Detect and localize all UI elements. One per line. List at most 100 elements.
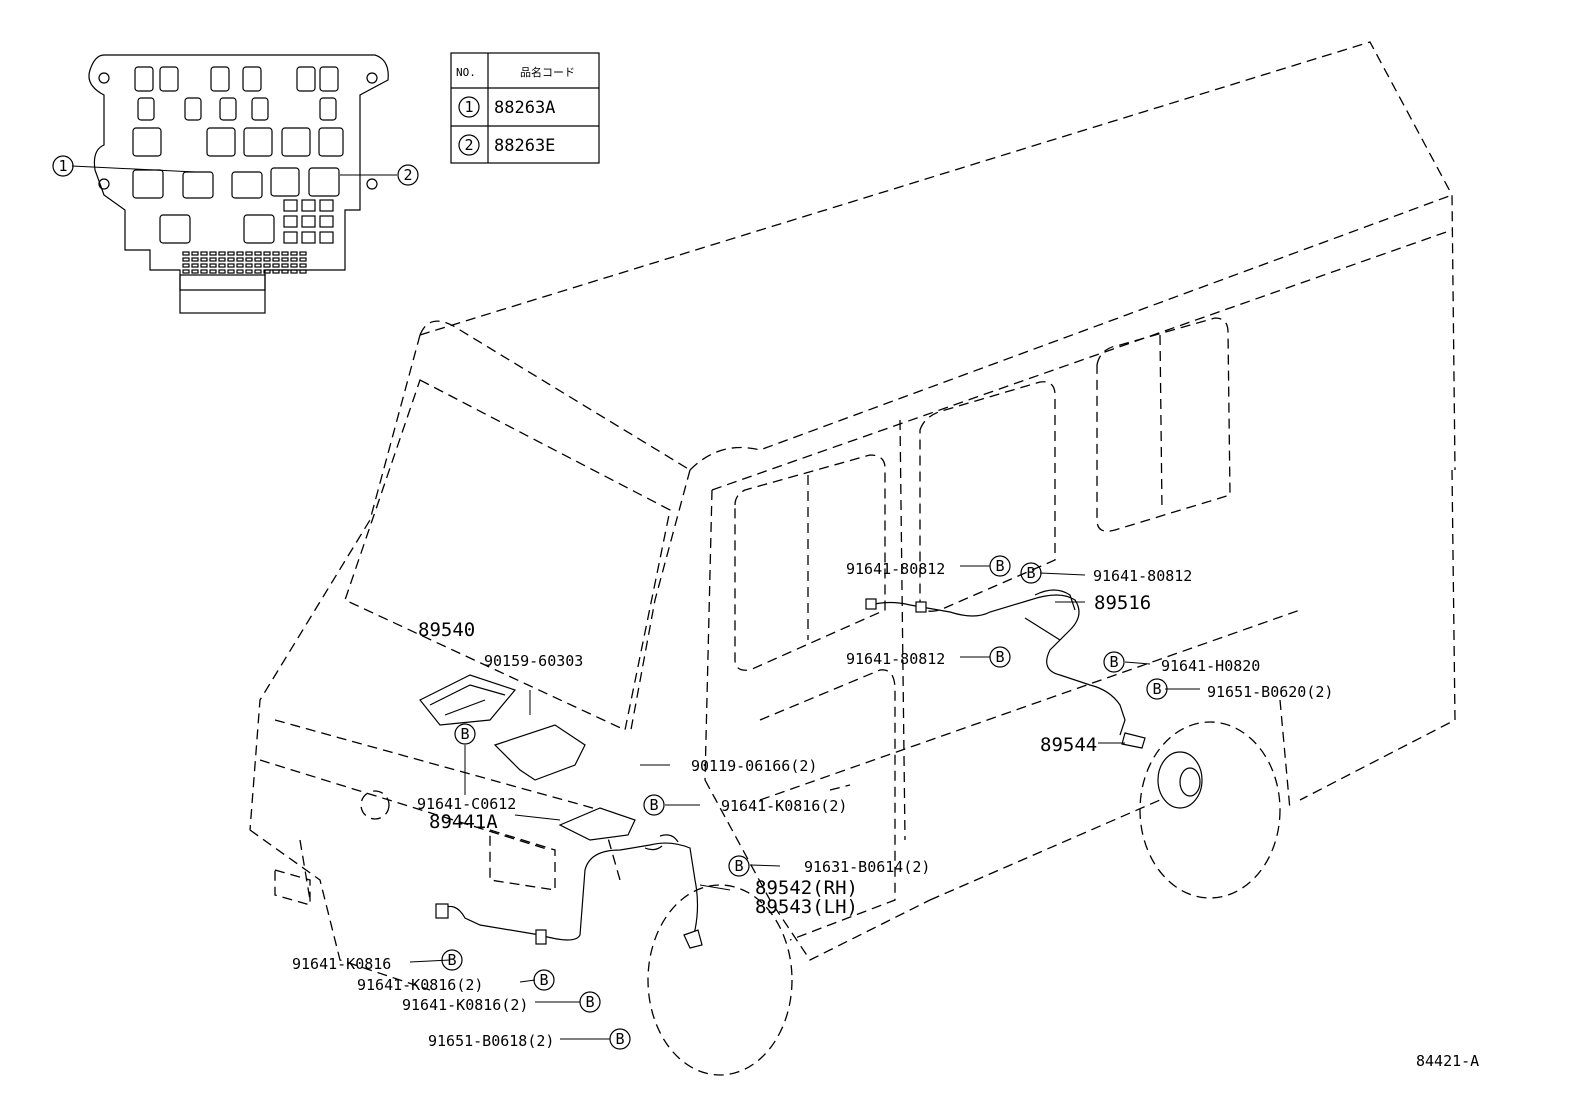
part-code-table: NO. 品名コード 1 88263A 2 88263E	[450, 52, 600, 164]
label-90159-60303: 90159-60303	[484, 652, 583, 670]
bolt-marker-label: B	[649, 796, 658, 814]
fuse-slot	[299, 257, 307, 262]
label-91641-c0612: 91641-C0612	[417, 795, 516, 813]
fuse-cell	[301, 231, 316, 244]
rear-harness-89516	[869, 594, 1126, 736]
fuse-slot	[218, 269, 226, 274]
fuse-cell	[319, 215, 334, 228]
fuse-slot	[254, 269, 262, 274]
fuse-cell	[283, 215, 298, 228]
fuse-slot	[272, 269, 280, 274]
bolt-marker-circle	[728, 855, 750, 877]
label-90119-06166: 90119-06166(2)	[691, 757, 817, 775]
fuse-cell	[319, 231, 334, 244]
bolt-marker-label: B	[995, 648, 1004, 666]
bolt-marker-circle	[579, 991, 601, 1013]
callout-2	[397, 164, 419, 186]
label-91641-k0816-front: 91641-K0816(2)	[721, 797, 847, 815]
bolt-marker-label: B	[539, 971, 548, 989]
bolt-marker-circle	[643, 794, 665, 816]
fuse-slot	[263, 257, 271, 262]
fuse-cell	[301, 199, 316, 212]
fuse-slot	[182, 251, 190, 256]
bolt-marker-label: B	[460, 725, 469, 743]
table-header-code: 品名コード	[520, 65, 575, 79]
fuse-slot	[218, 263, 226, 268]
bolt-marker-label: B	[1026, 564, 1035, 582]
bolt-marker-circle	[989, 555, 1011, 577]
bolt-marker-circle	[609, 1028, 631, 1050]
fuse-slot	[236, 251, 244, 256]
fuse-slot	[245, 251, 253, 256]
fuse-slot	[200, 257, 208, 262]
fuse-slot	[299, 269, 307, 274]
fuse-slot	[263, 263, 271, 268]
label-91641-h0820: 91641-H0820	[1161, 657, 1260, 675]
leader-lines	[409, 565, 1200, 1040]
label-91641-80812-mid: 91641-80812	[846, 650, 945, 668]
fuse-slot	[236, 257, 244, 262]
fuse-slot	[200, 251, 208, 256]
sensor-89441a	[558, 807, 636, 841]
abs-parts	[419, 589, 1203, 949]
fuse-cell	[319, 199, 334, 212]
label-91631-b0614: 91631-B0614(2)	[804, 858, 930, 876]
fuse-slot	[245, 263, 253, 268]
label-91651-b0618: 91651-B0618(2)	[428, 1032, 554, 1050]
fuse-slot	[182, 269, 190, 274]
bolt-marker-circle	[1020, 562, 1042, 584]
label-89544: 89544	[1040, 734, 1097, 756]
fuse-slot	[281, 251, 289, 256]
fuse-cell	[283, 199, 298, 212]
bolt-marker-label: B	[447, 951, 456, 969]
label-89516: 89516	[1094, 592, 1151, 614]
bolt-marker-circle	[454, 723, 476, 745]
fuse-slot	[272, 257, 280, 262]
fuse-slot	[254, 263, 262, 268]
fuse-slot	[290, 257, 298, 262]
label-89441a: 89441A	[429, 811, 498, 833]
fuse-slot	[290, 263, 298, 268]
bolt-marker-label: B	[1109, 653, 1118, 671]
fuse-slot	[209, 263, 217, 268]
callout-1	[52, 155, 74, 177]
table-header-no: NO.	[456, 66, 476, 79]
table-row-2-no: 2	[464, 136, 473, 154]
fuse-slot	[191, 269, 199, 274]
fuse-slot	[254, 257, 262, 262]
bolt-marker-circle	[533, 969, 555, 991]
fuse-slot	[281, 257, 289, 262]
bolt-marker-circle	[989, 646, 1011, 668]
bolt-marker-label: B	[1152, 680, 1161, 698]
label-91641-80812-upper-right: 91641-80812	[1093, 567, 1192, 585]
table-row-1-no: 1	[464, 98, 473, 116]
front-harness-89542-89543	[439, 842, 699, 946]
fuse-slot	[290, 251, 298, 256]
fuse-slot	[281, 263, 289, 268]
label-91641-k0816-lower-3: 91641-K0816(2)	[402, 996, 528, 1014]
bolt-marker-label: B	[585, 993, 594, 1011]
fuse-slot	[290, 269, 298, 274]
bolt-marker-label: B	[734, 857, 743, 875]
fuse-slot	[245, 269, 253, 274]
bolt-marker-circle	[1146, 678, 1168, 700]
fuse-slot	[227, 263, 235, 268]
ecu-bracket	[493, 724, 586, 781]
bolt-marker-label: B	[615, 1030, 624, 1048]
fuse-slot	[236, 269, 244, 274]
mini-fuse-grid	[182, 199, 334, 274]
fuse-slot	[272, 263, 280, 268]
bolt-marker-circle	[1103, 651, 1125, 673]
fuse-cell	[283, 231, 298, 244]
fuse-slot	[209, 251, 217, 256]
fuse-slot	[263, 269, 271, 274]
fuse-cell	[301, 215, 316, 228]
fuse-slot	[227, 269, 235, 274]
fuse-slot	[299, 251, 307, 256]
junction-block-inset: 1 2	[52, 54, 419, 314]
fuse-slot	[263, 251, 271, 256]
rear-sensor-89544	[1121, 732, 1146, 749]
figure-code: 84421-A	[1416, 1052, 1479, 1070]
label-89542-rh: 89542(RH)	[755, 877, 858, 899]
fuse-slot	[227, 251, 235, 256]
